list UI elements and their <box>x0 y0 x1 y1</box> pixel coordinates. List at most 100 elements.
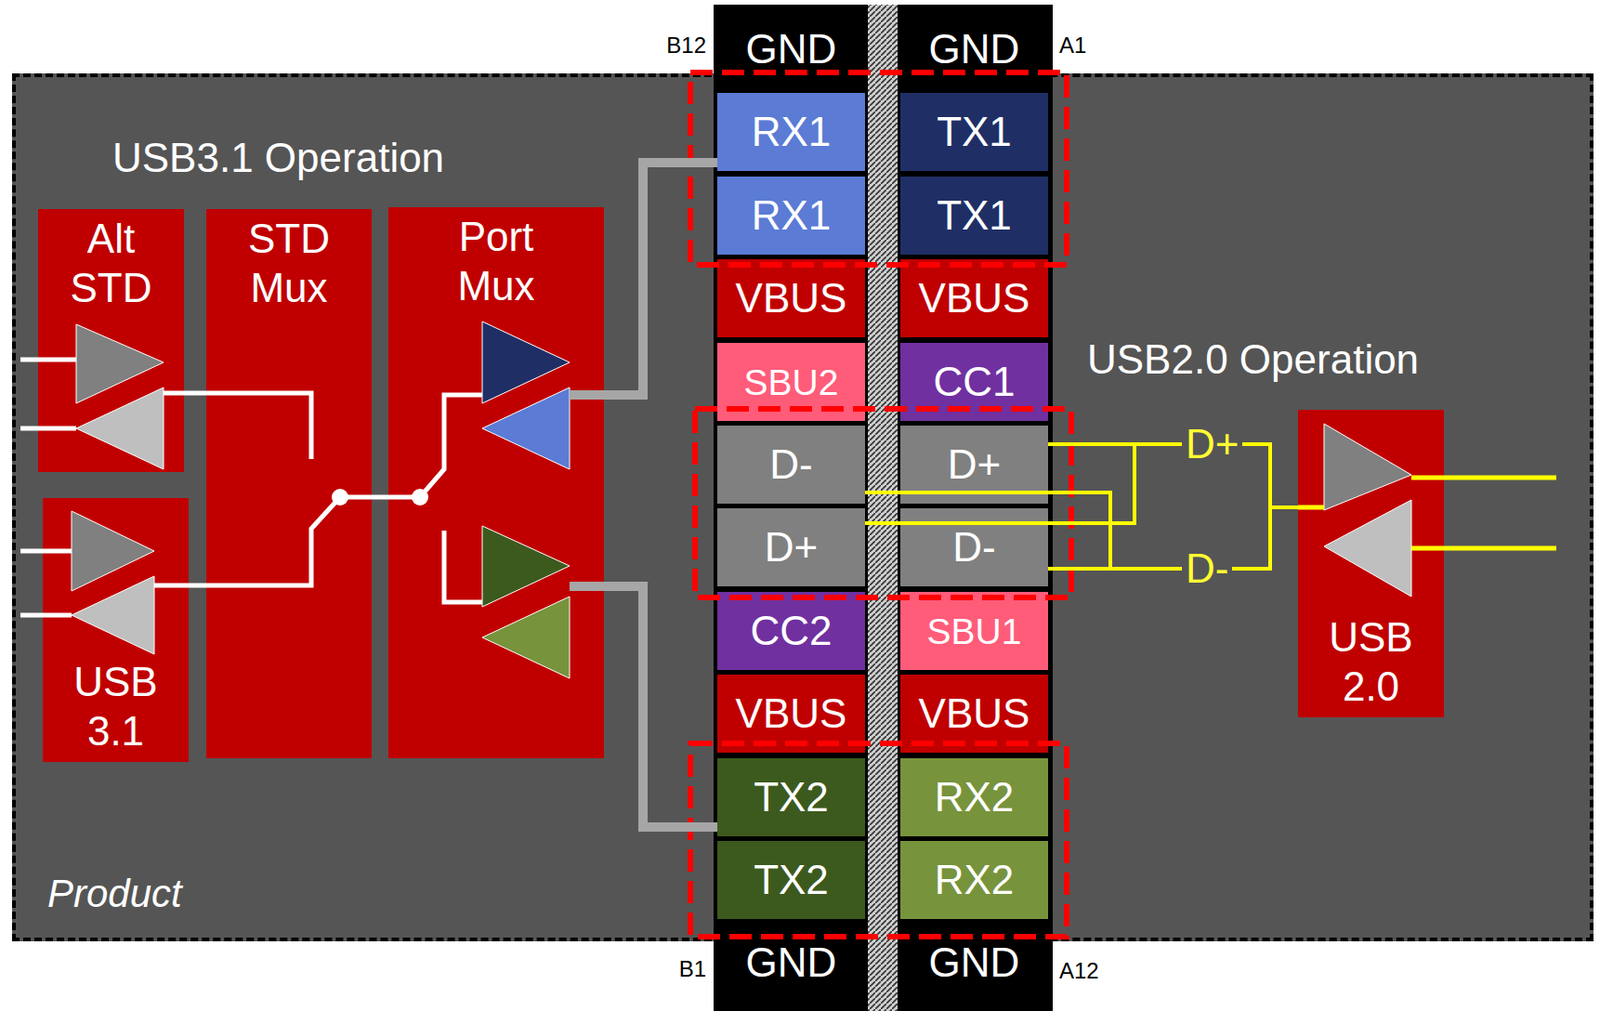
usb31-block: USB 3.1 <box>42 498 189 762</box>
pin-group-outline <box>695 408 1072 598</box>
receiver-triangle <box>76 387 164 470</box>
node-label: VBUS <box>735 277 848 319</box>
receiver-triangle <box>71 576 155 655</box>
mux-switch <box>206 497 341 586</box>
mux-switch <box>419 394 483 498</box>
node-label: RX1 <box>751 195 832 237</box>
signal-wire <box>188 583 207 589</box>
connector-pin: D+ <box>717 508 866 587</box>
pin-number: B12 <box>666 34 707 57</box>
connector-pin: VBUS <box>717 259 866 338</box>
connector-pin: VBUS <box>900 674 1049 753</box>
node-label: RX1 <box>751 111 832 153</box>
node-label: VBUS <box>735 693 848 735</box>
switch-dot <box>411 488 429 506</box>
signal-name: D+ <box>1181 423 1243 465</box>
node-label: VBUS <box>918 693 1031 735</box>
node-label: RX2 <box>934 776 1015 818</box>
internal-wires <box>20 359 483 616</box>
node-label: SBU1 <box>927 613 1023 650</box>
driver-triangle <box>71 511 155 591</box>
receiver-triangle <box>1324 499 1412 597</box>
driver-triangle <box>482 525 570 607</box>
receiver-triangle <box>482 596 570 679</box>
connector-pin: CC1 <box>900 342 1049 421</box>
connector-pin: D- <box>900 508 1049 587</box>
pin-group-outline <box>690 72 1067 265</box>
driver-triangle <box>76 324 164 404</box>
node-label: TX2 <box>753 776 829 818</box>
lane-wire <box>569 394 604 587</box>
connector-pin: RX2 <box>900 758 1049 837</box>
section-title: USB3.1 Operation <box>112 137 445 179</box>
port-mux-block: Port Mux <box>388 207 604 759</box>
driver-triangle <box>1324 423 1412 511</box>
node-label: Product <box>47 870 183 918</box>
node-label: VBUS <box>918 277 1031 319</box>
input-wire <box>20 426 77 432</box>
connector-pin: RX2 <box>900 840 1049 919</box>
connector-pin: GND <box>717 923 866 1002</box>
node-label: D+ <box>947 444 1001 486</box>
node-label: Alt STD <box>56 214 167 314</box>
node-label: STD Mux <box>234 214 344 314</box>
signal-wire <box>1048 507 1299 569</box>
connector-pin: D- <box>717 425 866 504</box>
input-wire <box>20 357 77 363</box>
connector-pin: CC2 <box>717 591 866 670</box>
signal-name: D- <box>1181 548 1233 590</box>
mux-wire <box>388 495 420 500</box>
alt-std-block: Alt STD <box>38 209 184 473</box>
signal-wire <box>183 391 207 396</box>
driver-triangle <box>482 321 570 404</box>
input-wire <box>20 549 72 554</box>
connector-pin: VBUS <box>717 674 866 753</box>
pin-group-outline <box>690 743 1067 937</box>
signal-wire <box>603 586 718 827</box>
node-label: Port Mux <box>441 212 551 312</box>
node-label: GND <box>746 942 838 984</box>
signal-wire <box>603 162 718 395</box>
node-label: CC2 <box>749 610 832 652</box>
connector-pin: GND <box>717 10 866 89</box>
section-title: USB2.0 Operation <box>1087 339 1419 381</box>
connector-pin: SBU2 <box>717 342 866 421</box>
node-label: GND <box>929 28 1021 70</box>
output-wire <box>154 583 189 589</box>
connector-pin: SBU1 <box>900 591 1049 670</box>
connector-body <box>713 4 1053 1011</box>
connector-pin: RX1 <box>717 176 866 255</box>
connector-pin: GND <box>900 10 1049 89</box>
pin-number: A12 <box>1059 959 1100 983</box>
signal-wire <box>371 495 389 500</box>
node-label: D- <box>952 526 996 568</box>
connector-pin: GND <box>900 923 1049 1002</box>
node-label: GND <box>746 28 838 70</box>
mux-wire <box>444 530 483 603</box>
connector-pin: D+ <box>900 425 1049 504</box>
connector-pin: TX1 <box>900 92 1049 171</box>
node-label: RX2 <box>934 859 1015 901</box>
connector-pin: VBUS <box>900 259 1049 338</box>
mux-wire <box>206 393 312 460</box>
std-mux-block: STD Mux <box>206 209 372 759</box>
signal-wire <box>865 492 1299 569</box>
connector-pin: TX1 <box>900 176 1049 255</box>
connector-pin: RX1 <box>717 92 866 171</box>
node-label: TX2 <box>753 859 829 901</box>
signal-wire <box>1048 444 1299 508</box>
mux-wire <box>340 495 372 500</box>
switch-dot <box>331 488 349 506</box>
node-label: D+ <box>764 526 818 568</box>
connector-pin: TX2 <box>717 758 866 837</box>
pin-group-outline <box>690 72 1072 937</box>
pin-number: B1 <box>679 957 707 981</box>
node-label: TX1 <box>936 195 1012 237</box>
receiver-triangle <box>482 387 570 470</box>
node-label: USB 2.0 <box>1316 613 1427 712</box>
tongue-divider <box>867 4 898 1011</box>
output-wire <box>163 391 184 396</box>
node-label: TX1 <box>936 111 1012 153</box>
node-label: CC1 <box>932 361 1015 403</box>
node-label: D- <box>769 444 813 486</box>
